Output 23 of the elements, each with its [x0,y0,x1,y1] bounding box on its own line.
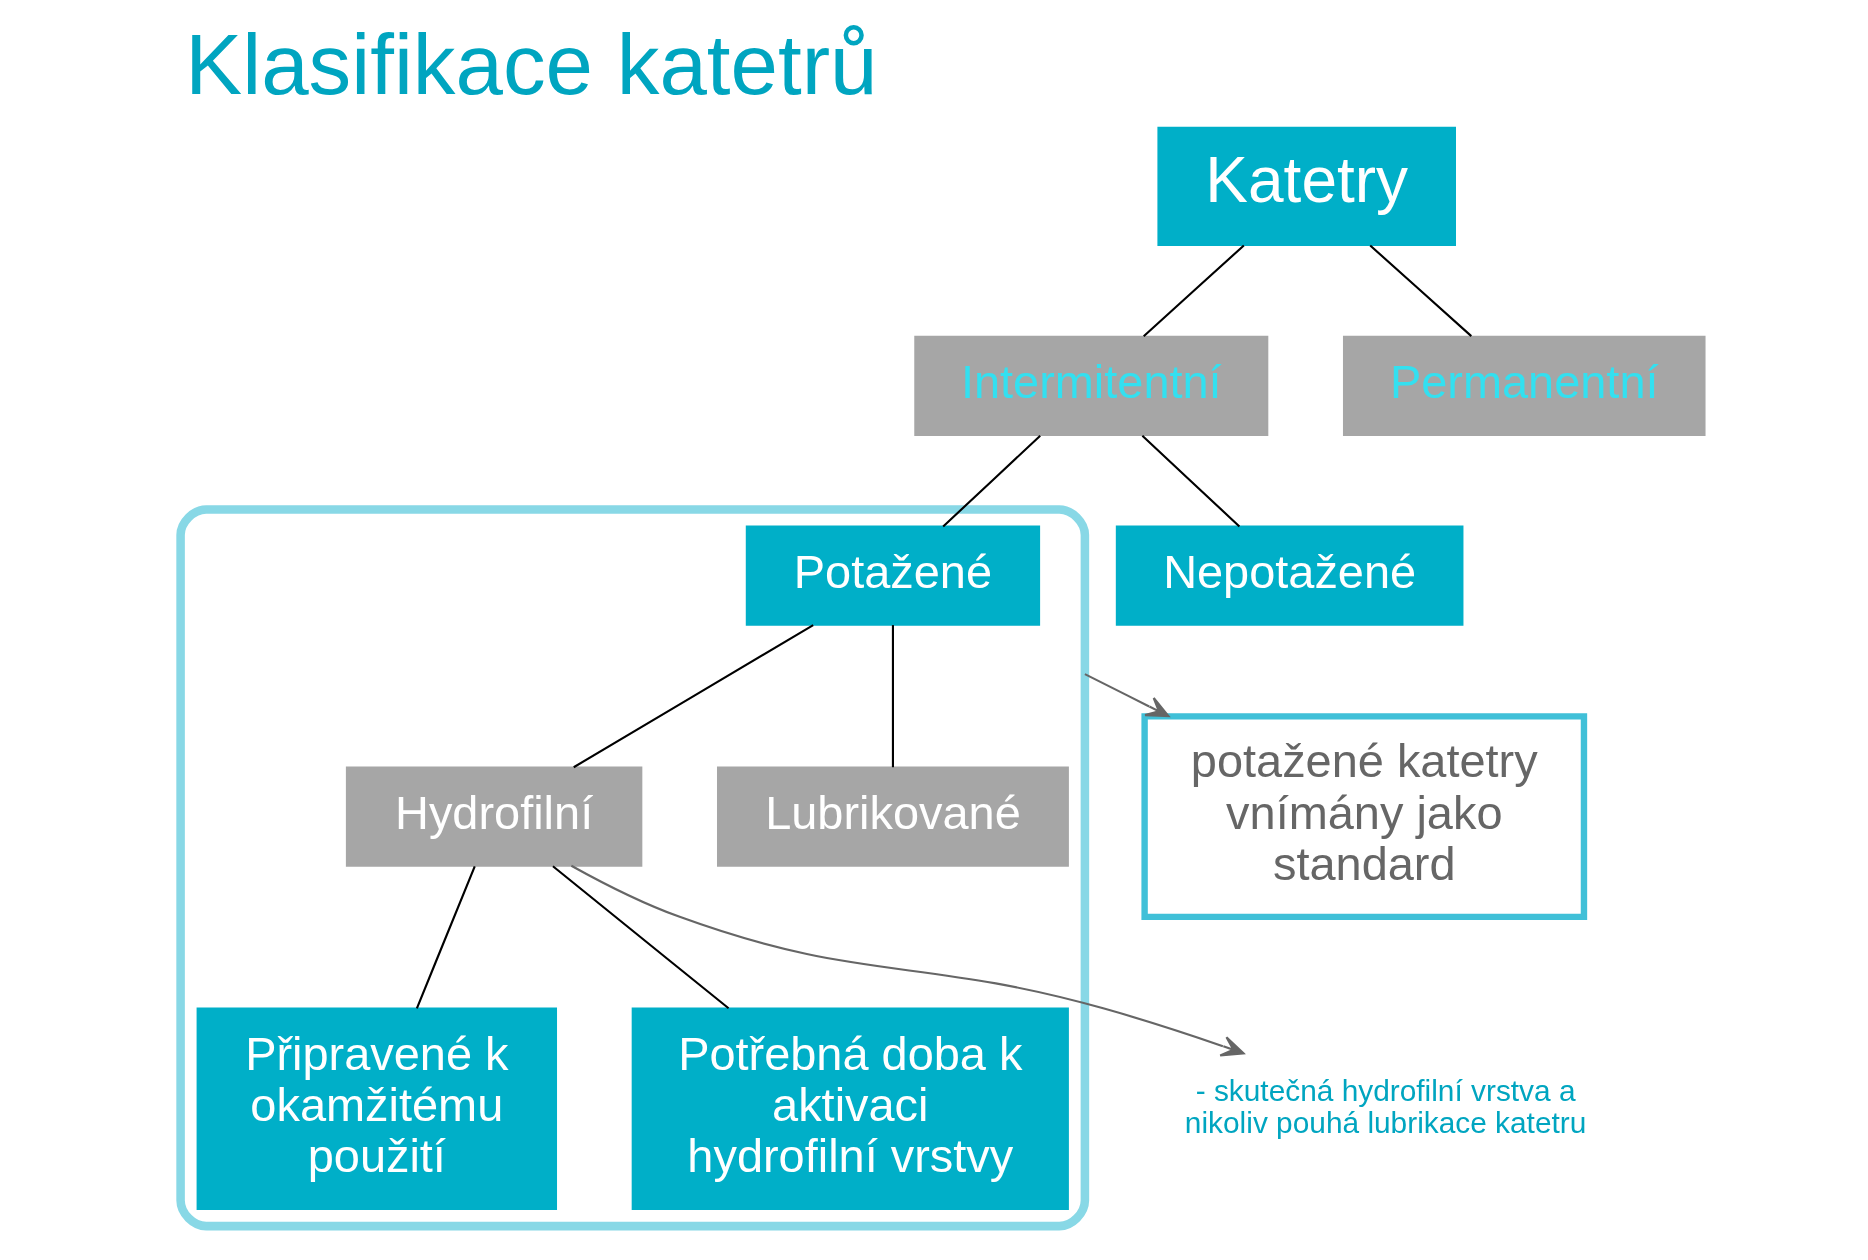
node-text: - skutečná hydrofilní vrstva a nikoliv pouhá lubrikace katetru [1184,1073,1587,1139]
connector [1143,244,1245,337]
node-box: Permanentní [1342,335,1706,436]
node-box: Lubrikované [717,766,1069,867]
arrow [1084,673,1170,718]
node-box: Intermitentní [914,335,1269,436]
connector [415,865,476,1009]
connector [1141,434,1241,528]
connector [942,434,1041,528]
cluster [176,505,1090,1231]
connector [573,624,814,769]
node-box: Připravené k okamžitému použití [196,1007,558,1211]
arrow [570,864,1245,1057]
node-box: Hydrofilní [345,766,643,867]
node-box: potažené katetry vnímány jako standard [1141,713,1588,921]
node-box: Katetry [1157,126,1456,247]
node-box: Nepotažené [1115,525,1464,626]
diagram-title: Klasifikace katetrů [185,16,878,112]
connector [552,865,730,1010]
connector [891,625,894,768]
node-box: Potřebná doba k aktivaci hydrofilní vrstvy [631,1007,1069,1211]
node-box: Potažené [745,525,1041,626]
connector [1369,244,1473,337]
